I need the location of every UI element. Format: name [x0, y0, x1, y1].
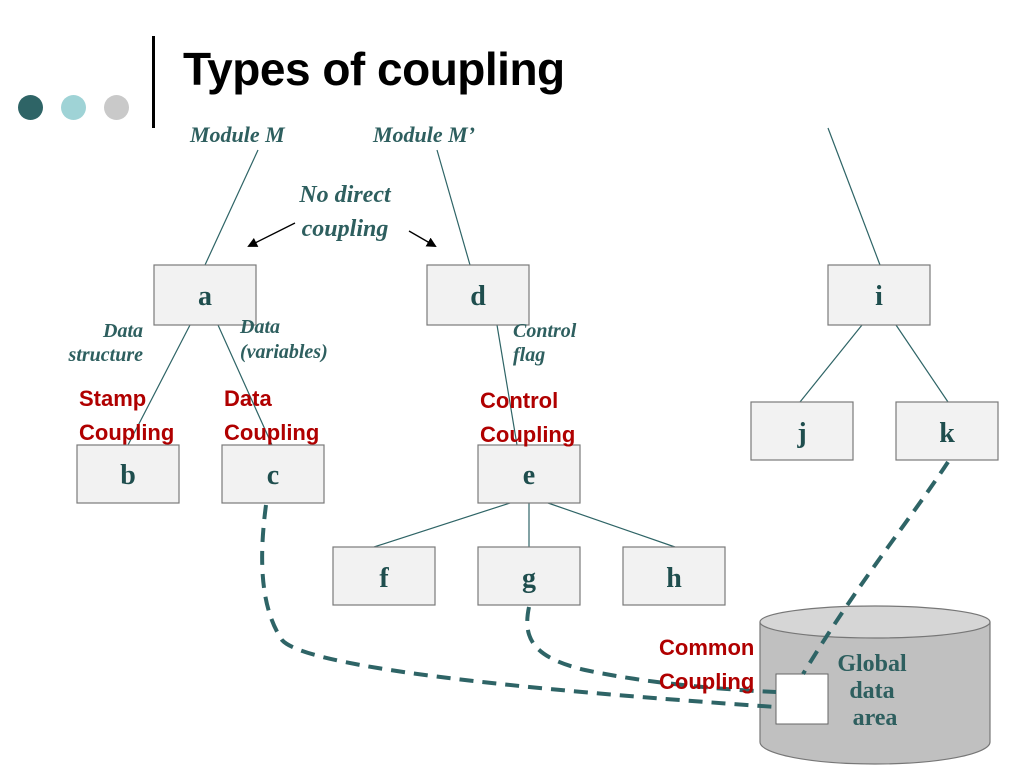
node-c-label: c	[267, 460, 279, 491]
node-j-label: j	[796, 418, 806, 449]
line-e-h	[547, 502, 676, 548]
arrow-right	[408, 230, 437, 247]
control-flag-line1: Control	[513, 320, 577, 342]
line-modm2-d	[436, 149, 471, 266]
global-data-slot	[775, 673, 829, 725]
node-h-label: h	[666, 563, 682, 594]
dashed-c-global	[260, 504, 777, 709]
node-j	[750, 401, 854, 461]
line-i-j	[799, 324, 863, 403]
data-structure-line1: Data	[102, 320, 143, 342]
line-d-e	[496, 324, 518, 446]
global-label-3: area	[853, 705, 898, 731]
node-k-label: k	[939, 418, 955, 449]
control-coupling-line1: Control	[480, 388, 558, 413]
common-coupling-line1: Common	[659, 635, 754, 660]
no-direct-line1: No direct	[298, 182, 392, 208]
node-c	[221, 444, 325, 504]
node-d-label: d	[470, 281, 486, 312]
data-coupling-line1: Data	[224, 386, 272, 411]
data-variables-line2: (variables)	[240, 341, 328, 363]
stamp-coupling-line2: Coupling	[79, 420, 174, 445]
data-variables-line1: Data	[239, 316, 280, 338]
node-d	[426, 264, 530, 326]
decor-dot-light	[61, 95, 86, 120]
node-b	[76, 444, 180, 504]
data-structure-line2: structure	[68, 344, 144, 366]
module-boxes	[76, 264, 999, 606]
node-f	[332, 546, 436, 606]
control-coupling-line2: Coupling	[480, 422, 575, 447]
cylinder-top	[759, 605, 991, 639]
node-g-label: g	[522, 563, 536, 594]
dashed-g-global	[525, 606, 777, 694]
decor-dot-grey	[104, 95, 129, 120]
line-i-k	[895, 324, 949, 403]
global-label-1: Global	[837, 651, 907, 677]
data-coupling-line2: Coupling	[224, 420, 319, 445]
node-b-label: b	[120, 460, 136, 491]
page-title: Types of coupling	[183, 43, 565, 95]
node-a	[153, 264, 257, 326]
node-g	[477, 546, 581, 606]
line-a-b	[127, 324, 191, 446]
module-m-label: Module M	[189, 122, 286, 147]
line-a-c	[217, 324, 273, 446]
decor-dot-dark	[18, 95, 43, 120]
module-m2-label: Module M’	[372, 122, 475, 147]
common-coupling-links	[260, 460, 950, 709]
dashed-k-global	[801, 460, 950, 676]
line-modm-a	[204, 149, 259, 266]
cylinder-body	[759, 622, 991, 765]
node-i	[827, 264, 931, 326]
global-data-area: Global data area	[759, 605, 991, 765]
line-e-f	[373, 502, 511, 548]
node-e	[477, 444, 581, 504]
stamp-coupling-line1: Stamp	[79, 386, 146, 411]
global-label-2: data	[849, 678, 894, 704]
common-coupling-line2: Coupling	[659, 669, 754, 694]
no-direct-line2: coupling	[302, 216, 389, 242]
control-flag-line2: flag	[513, 344, 545, 366]
node-i-label: i	[875, 281, 883, 312]
arrow-left	[247, 222, 296, 247]
node-f-label: f	[379, 563, 389, 594]
node-a-label: a	[198, 281, 212, 312]
node-h	[622, 546, 726, 606]
node-k	[895, 401, 999, 461]
tree-lines	[127, 127, 949, 548]
line-top-i	[827, 127, 881, 266]
title-divider	[152, 36, 155, 128]
node-e-label: e	[523, 460, 535, 491]
